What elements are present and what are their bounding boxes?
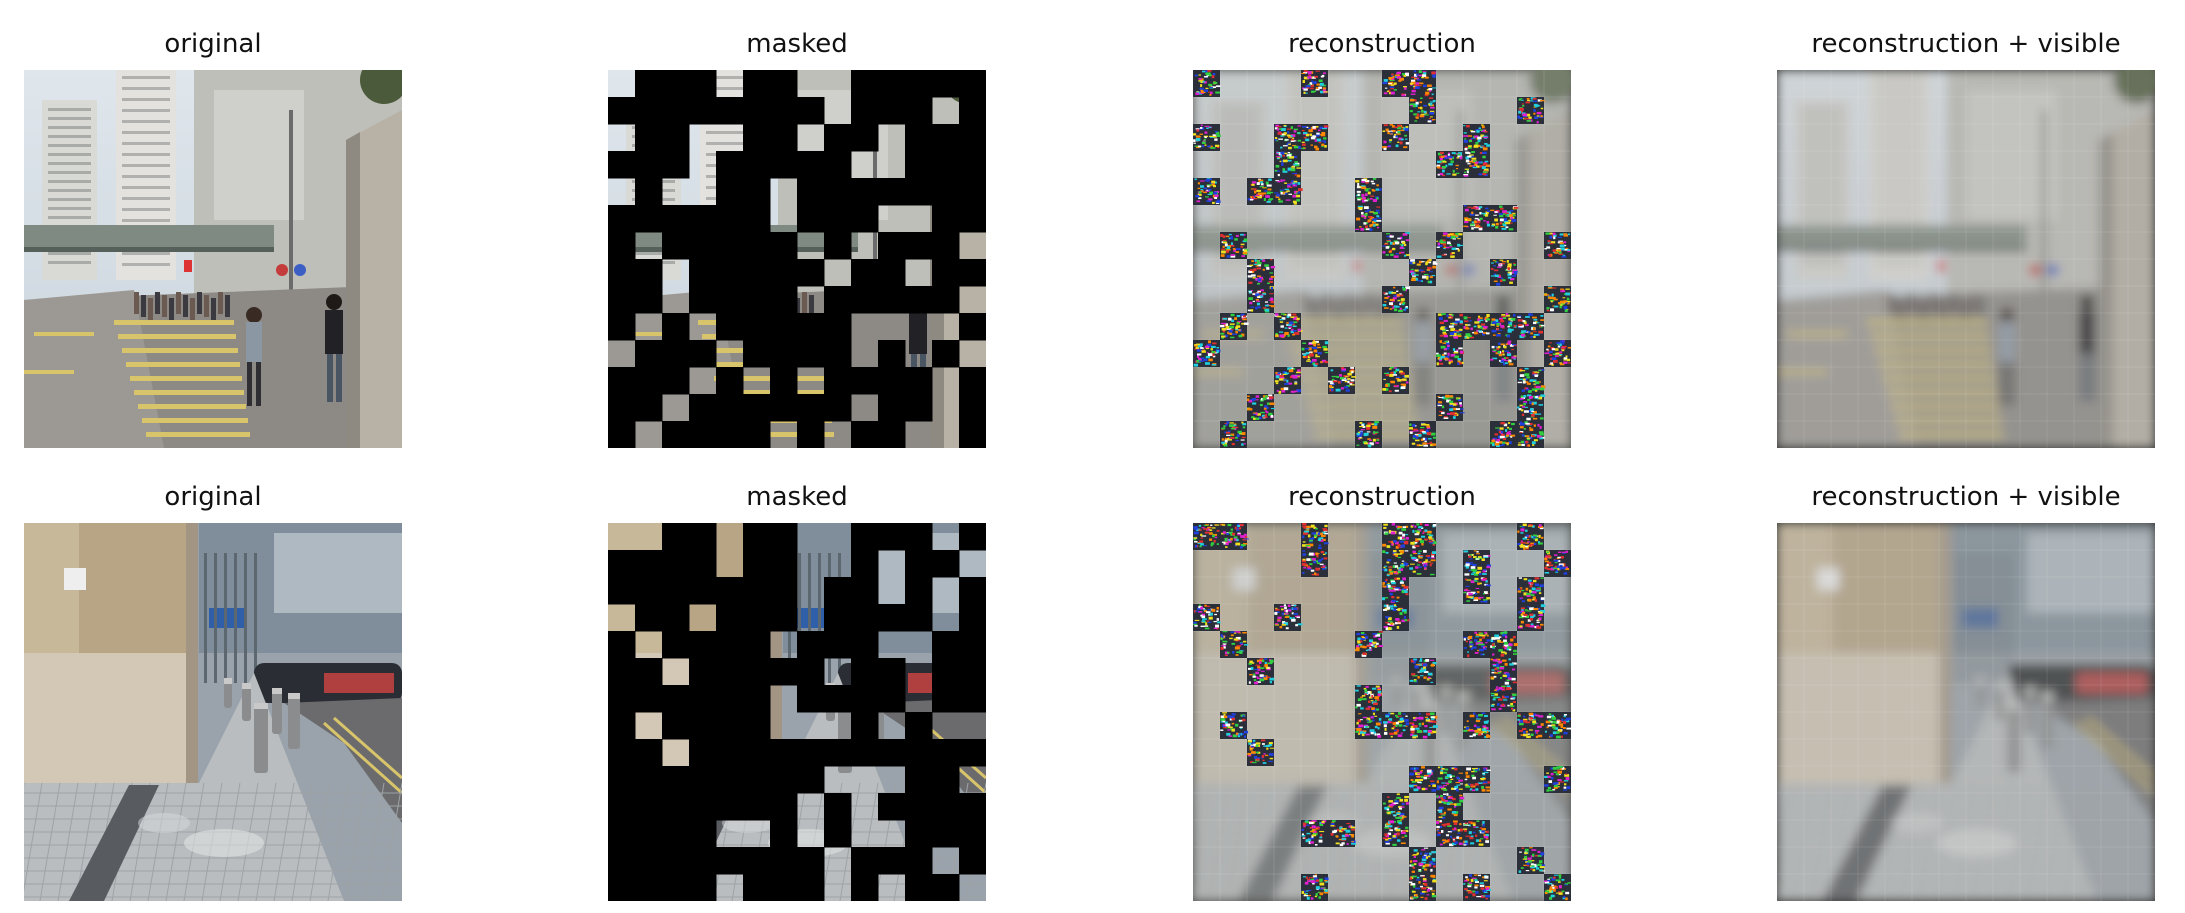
masked-street-image bbox=[608, 70, 986, 448]
row1-reconstruction-panel: reconstruction bbox=[1193, 28, 1571, 448]
row1-masked-panel: masked bbox=[608, 28, 986, 448]
panel-title: reconstruction bbox=[1288, 482, 1476, 512]
reconstruction-visible-sidewalk-image bbox=[1777, 523, 2155, 901]
reconstruction-sidewalk-image bbox=[1193, 523, 1571, 901]
row1-original-panel: original bbox=[24, 28, 402, 448]
sidewalk-scene bbox=[24, 523, 402, 901]
panel-title: original bbox=[164, 482, 262, 512]
original-street-image-graphic bbox=[24, 70, 402, 448]
masked-sidewalk-image-graphic bbox=[608, 523, 986, 901]
reconstruction-street-image bbox=[1193, 70, 1571, 448]
panel-title: reconstruction + visible bbox=[1811, 29, 2121, 59]
original-sidewalk-image-graphic bbox=[24, 523, 402, 901]
row2-reconstruction-visible-panel: reconstruction + visible bbox=[1777, 481, 2155, 901]
panel-title: masked bbox=[746, 29, 848, 59]
noisy-patches bbox=[1193, 523, 1571, 901]
noisy-patches bbox=[1193, 70, 1571, 448]
row2-reconstruction-panel: reconstruction bbox=[1193, 481, 1571, 901]
reconstruction-visible-street-image-graphic bbox=[1777, 70, 2155, 448]
original-sidewalk-image bbox=[24, 523, 402, 901]
panel-title: reconstruction + visible bbox=[1811, 482, 2121, 512]
patch-grid bbox=[1777, 70, 2155, 448]
reconstruction-visible-sidewalk-image-graphic bbox=[1777, 523, 2155, 901]
masked-sidewalk-image bbox=[608, 523, 986, 901]
reconstruction-visible-street-image bbox=[1777, 70, 2155, 448]
original-street-image bbox=[24, 70, 402, 448]
row2-masked-panel: masked bbox=[608, 481, 986, 901]
street-scene bbox=[24, 70, 402, 448]
row2-original-panel: original bbox=[24, 481, 402, 901]
street-scene bbox=[1777, 70, 2155, 448]
patch-mask bbox=[608, 523, 986, 901]
patch-mask bbox=[608, 70, 986, 448]
panel-title: reconstruction bbox=[1288, 29, 1476, 59]
sidewalk-scene bbox=[1777, 523, 2155, 901]
patch-grid bbox=[1777, 523, 2155, 901]
reconstruction-street-image-graphic bbox=[1193, 70, 1571, 448]
masked-street-image-graphic bbox=[608, 70, 986, 448]
panel-title: original bbox=[164, 29, 262, 59]
reconstruction-sidewalk-image-graphic bbox=[1193, 523, 1571, 901]
panel-title: masked bbox=[746, 482, 848, 512]
row1-reconstruction-visible-panel: reconstruction + visible bbox=[1777, 28, 2155, 448]
